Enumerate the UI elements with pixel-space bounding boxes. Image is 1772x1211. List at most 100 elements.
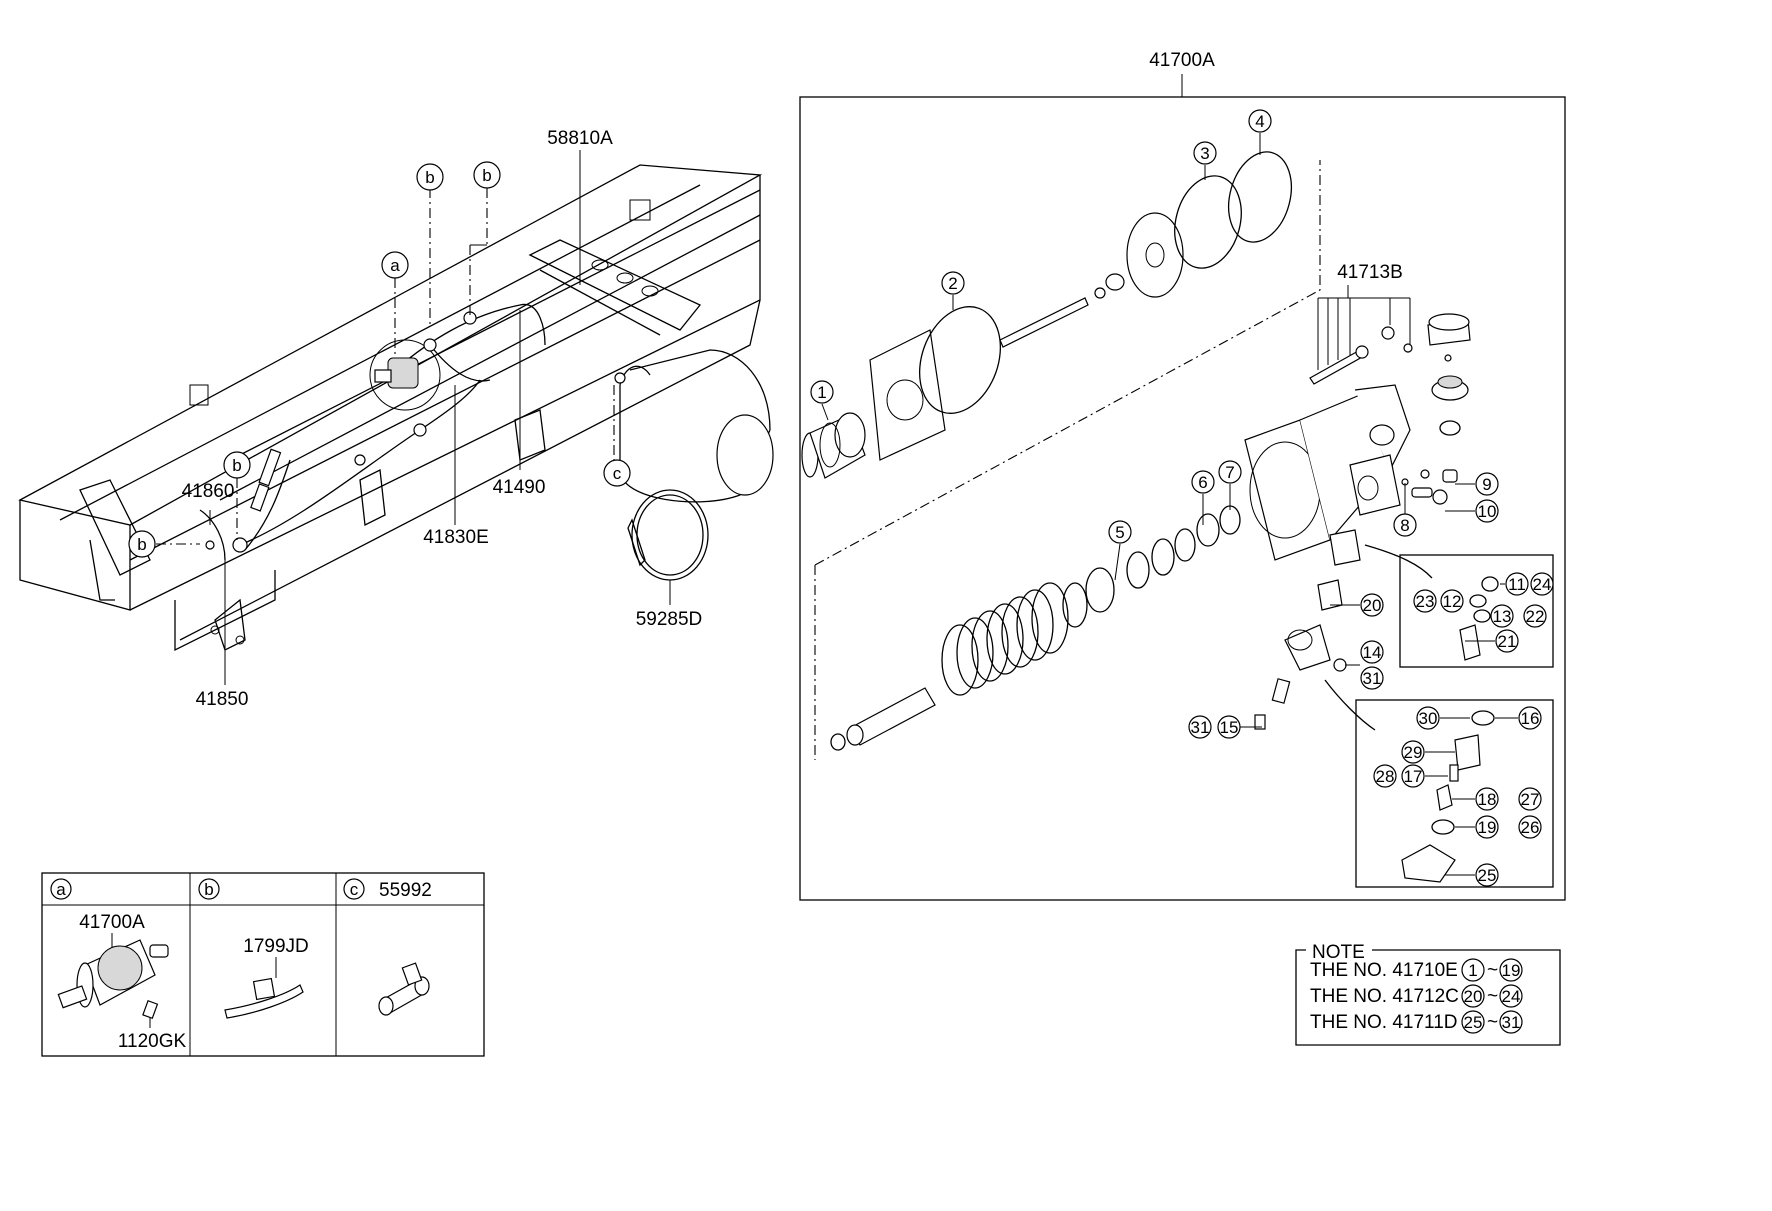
callout-23: 23: [1413, 589, 1437, 613]
chassis-frame: [18, 164, 763, 652]
svg-text:~: ~: [1487, 960, 1498, 981]
legend-a-part2: 1120GK: [118, 1031, 187, 1052]
part-bellows: [801, 412, 866, 479]
svg-text:25: 25: [1464, 1013, 1483, 1032]
svg-text:10: 10: [1478, 502, 1497, 521]
svg-text:THE NO. 41711D :: THE NO. 41711D :: [1310, 1012, 1468, 1033]
svg-text:19: 19: [1502, 961, 1521, 980]
letter-callout-b: b: [128, 530, 156, 558]
brake-lines: [239, 303, 546, 551]
air-tank: [614, 349, 774, 503]
svg-text:~: ~: [1487, 986, 1498, 1007]
legend-b-clamp: [224, 957, 304, 1019]
leader-lines-right: [821, 133, 1518, 876]
note-row: THE NO. 41710E : 1 ~ 19: [1310, 958, 1523, 982]
svg-text:b: b: [425, 168, 434, 187]
callout-2: 2: [941, 271, 965, 295]
callout-31: 31: [1360, 666, 1384, 690]
callout-17: 17: [1401, 764, 1425, 788]
letter-callout-b: b: [473, 161, 501, 189]
svg-text:7: 7: [1225, 463, 1234, 482]
legend-c-tee-fitting: [378, 962, 430, 1016]
callout-9: 9: [1475, 472, 1499, 496]
letter-callout-b: b: [223, 451, 251, 479]
svg-text:20: 20: [1363, 596, 1382, 615]
legend-b-part: 1799JD: [243, 936, 309, 957]
part-piston-disc: [1126, 212, 1184, 298]
svg-text:4: 4: [1255, 112, 1264, 131]
letter-callout-c: c: [603, 459, 631, 487]
callout-14: 14: [1360, 640, 1384, 664]
label-41490: 41490: [493, 477, 546, 498]
legend-letter-c: c: [343, 878, 365, 900]
svg-text:c: c: [613, 464, 622, 483]
svg-text:28: 28: [1376, 767, 1395, 786]
detail-box-41711d: [1355, 699, 1554, 888]
label-41830e: 41830E: [423, 527, 489, 548]
callout-6: 6: [1191, 470, 1215, 494]
callout-30: 30: [1416, 706, 1440, 730]
letter-callout-b: b: [416, 163, 444, 191]
callout-16: 16: [1518, 706, 1542, 730]
svg-text:a: a: [56, 880, 66, 899]
exploded-view-frame: [799, 96, 1566, 901]
callout-12: 12: [1440, 589, 1464, 613]
part-kit-41713b: [1309, 285, 1413, 385]
callout-7: 7: [1218, 460, 1242, 484]
svg-text:21: 21: [1498, 632, 1517, 651]
booster-on-frame: [369, 338, 441, 411]
svg-text:20: 20: [1464, 987, 1483, 1006]
svg-text:19: 19: [1478, 818, 1497, 837]
callout-8: 8: [1393, 513, 1417, 537]
part-ring-4: [1228, 151, 1292, 243]
letter-callout-a: a: [381, 251, 409, 279]
legend-a-booster: [57, 933, 169, 1028]
svg-text:15: 15: [1220, 718, 1239, 737]
svg-text:23: 23: [1416, 592, 1435, 611]
legend-code-55992: 55992: [379, 880, 432, 901]
svg-text:1: 1: [1468, 961, 1477, 980]
svg-text:12: 12: [1443, 592, 1462, 611]
label-58810a: 58810A: [547, 128, 613, 149]
label-41860: 41860: [182, 481, 235, 502]
svg-text:6: 6: [1198, 473, 1207, 492]
svg-text:2: 2: [948, 274, 957, 293]
svg-text:29: 29: [1404, 743, 1423, 762]
note-row: THE NO. 41711D : 25 ~ 31: [1310, 1010, 1523, 1034]
svg-text:~: ~: [1487, 1012, 1498, 1033]
callout-19: 19: [1475, 815, 1499, 839]
exploded-envelope: [814, 160, 1321, 760]
svg-text:THE NO. 41712C :: THE NO. 41712C :: [1310, 986, 1469, 1007]
svg-text:22: 22: [1526, 607, 1545, 626]
part-rod: [999, 273, 1125, 348]
svg-text:13: 13: [1493, 607, 1512, 626]
detail-box-41712c: [1399, 554, 1554, 668]
fittings-left: [199, 448, 282, 561]
part-main-housing: [1244, 384, 1411, 561]
label-41850: 41850: [196, 689, 249, 710]
callout-11: 11: [1505, 572, 1529, 596]
callout-27: 27: [1518, 787, 1542, 811]
callout-13: 13: [1490, 604, 1514, 628]
svg-text:b: b: [204, 880, 213, 899]
part-plate: [869, 329, 946, 461]
callout-4: 4: [1248, 109, 1272, 133]
svg-text:31: 31: [1191, 718, 1210, 737]
svg-text:9: 9: [1482, 475, 1491, 494]
note-box: [1295, 949, 1561, 1046]
label-41700a-top: 41700A: [1149, 50, 1215, 71]
callout-24: 24: [1530, 572, 1554, 596]
svg-text:31: 31: [1502, 1013, 1521, 1032]
note-row: THE NO. 41712C : 20 ~ 24: [1310, 984, 1523, 1008]
part-valves-9-10: [1401, 469, 1458, 505]
svg-text:31: 31: [1363, 669, 1382, 688]
svg-text:THE NO. 41710E :: THE NO. 41710E :: [1310, 960, 1468, 981]
svg-text:b: b: [232, 456, 241, 475]
svg-text:24: 24: [1533, 575, 1552, 594]
note-title: NOTE: [1312, 942, 1365, 963]
svg-text:b: b: [482, 166, 491, 185]
callout-15: 15: [1217, 715, 1241, 739]
callout-5: 5: [1108, 520, 1132, 544]
callout-29: 29: [1401, 740, 1425, 764]
